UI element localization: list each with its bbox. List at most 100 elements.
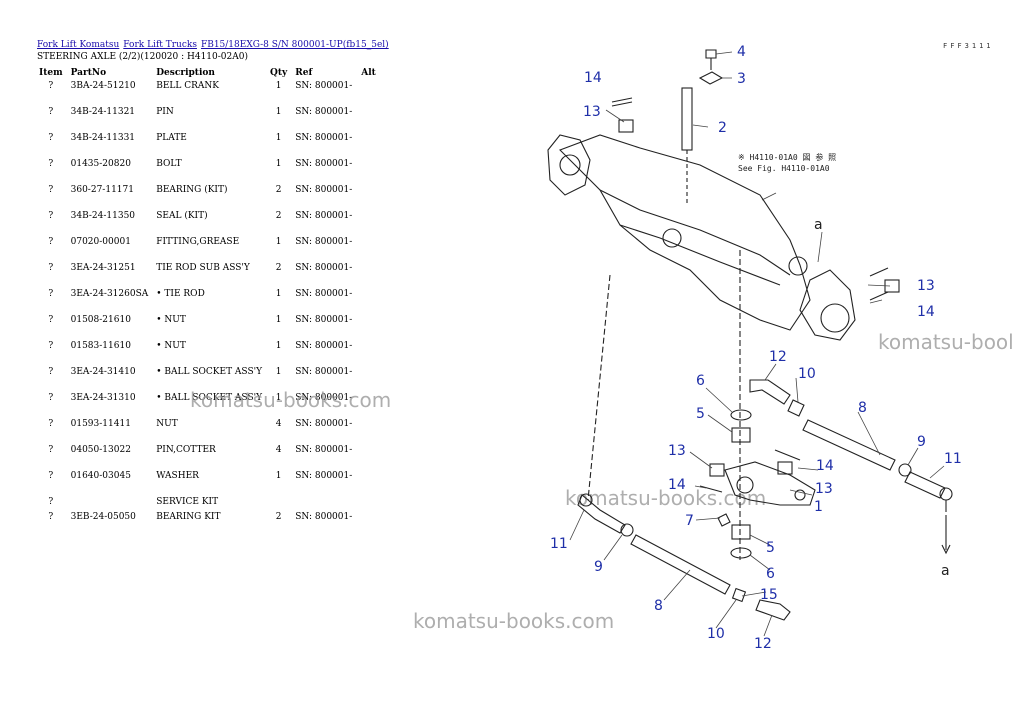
ball-socket-12-lower [755,599,791,621]
marker-labels: a a [814,217,950,579]
cell-alt [357,393,385,419]
cell-description: BELL CRANK [156,81,220,91]
cell-qty: 2 [275,211,282,221]
cell-qty: 1 [275,133,282,143]
cell-alt [357,107,385,133]
cell-qty: 2 [275,263,282,273]
cell-qty: 1 [275,159,282,169]
drawing-lines [547,49,953,637]
table-header-row: Item PartNo Description Qty Ref Alt [35,65,385,81]
cell-item: ? [48,289,54,299]
marker-a-bottom: a [941,563,950,579]
breadcrumb-link-fork-lift-trucks[interactable]: Fork Lift Trucks [123,40,197,50]
cell-alt [357,367,385,393]
bearing-5-upper [731,427,751,443]
cell-alt [357,237,385,263]
cell-item: ? [48,81,54,91]
cell-item: ? [48,341,54,351]
cell-ref [291,497,357,512]
cell-qty: 1 [275,471,282,481]
right-hub-cap [820,303,850,333]
cell-partno: 34B-24-11350 [70,211,136,221]
cotter-pin-14 [869,267,889,277]
nut-10-right [787,399,805,417]
cell-ref: SN: 800001- [295,81,353,91]
cell-alt [357,419,385,445]
center-boss [662,228,682,248]
cell-description: PIN [156,107,174,117]
left-hub [547,134,591,196]
callout-8: 8 [858,400,867,416]
axle-beam [559,134,811,331]
callout-9: 9 [594,559,603,575]
cell-description: BEARING KIT [156,512,221,522]
callout-3: 3 [737,71,746,87]
cell-description: BEARING (KIT) [156,185,228,195]
cell-item: ? [48,185,54,195]
nut-10-lower [731,587,747,603]
cell-item: ? [48,211,54,221]
cell-description: NUT [156,419,178,429]
right-hub [799,269,856,341]
cell-partno: 01640-03045 [70,471,131,481]
cell-qty: 1 [275,237,282,247]
diagram-note: ※ H4110-01A0 図 参 照 See Fig. H4110-01A0 [738,152,836,173]
centerline-left [587,274,611,501]
cotter-pin-14 [869,291,889,301]
cell-alt [357,81,385,107]
cell-qty: 4 [275,419,282,429]
callout-8: 8 [654,598,663,614]
cell-ref: SN: 800001- [295,263,353,273]
cell-description: SEAL (KIT) [156,211,208,221]
cell-ref: SN: 800001- [295,393,353,403]
cell-ref: SN: 800001- [295,289,353,299]
cell-description: SERVICE KIT [156,497,219,507]
cell-ref: SN: 800001- [295,107,353,117]
parts-table: Item PartNo Description Qty Ref Alt ?3BA… [35,65,385,538]
callout-10: 10 [707,626,725,642]
breadcrumb-link-fork-lift-komatsu[interactable]: Fork Lift Komatsu [37,40,120,50]
callout-5: 5 [766,540,775,556]
left-hub-bolt [559,154,581,176]
breadcrumb-link-model[interactable]: FB15/18EXG-8 S/N 800001-UP(fb15_5el) [200,40,389,50]
header-alt: Alt [361,68,376,78]
callout-11: 11 [944,451,962,467]
cell-qty: 1 [275,367,282,377]
cell-item: ? [48,419,54,429]
marker-a-top: a [814,217,823,233]
cell-ref: SN: 800001- [295,159,353,169]
cell-description: • BALL SOCKET ASS'Y [156,367,263,377]
corner-code: FFF3111 [943,42,994,50]
callout-numbers: 4 3 14 13 2 13 14 12 10 6 8 5 13 14 9 11… [550,44,962,652]
callout-14: 14 [816,458,834,474]
page-title: STEERING AXLE (2/2)(120020 : H4110-02A0) [37,52,248,62]
callout-13: 13 [917,278,935,294]
cell-ref: SN: 800001- [295,419,353,429]
callout-7: 7 [685,513,694,529]
pin-2 [681,87,693,151]
callout-11: 11 [550,536,568,552]
cell-partno: 34B-24-11321 [70,107,136,117]
cell-ref: SN: 800001- [295,315,353,325]
callout-6: 6 [696,373,705,389]
callout-15: 15 [760,587,778,603]
nut-9-right [898,463,912,477]
cell-ref: SN: 800001- [295,341,353,351]
cell-partno: 04050-13022 [70,445,131,455]
cell-description: • NUT [156,315,186,325]
cell-qty: 1 [275,341,282,351]
cell-description: • NUT [156,341,186,351]
cell-ref: SN: 800001- [295,512,353,522]
cell-item: ? [48,497,54,507]
